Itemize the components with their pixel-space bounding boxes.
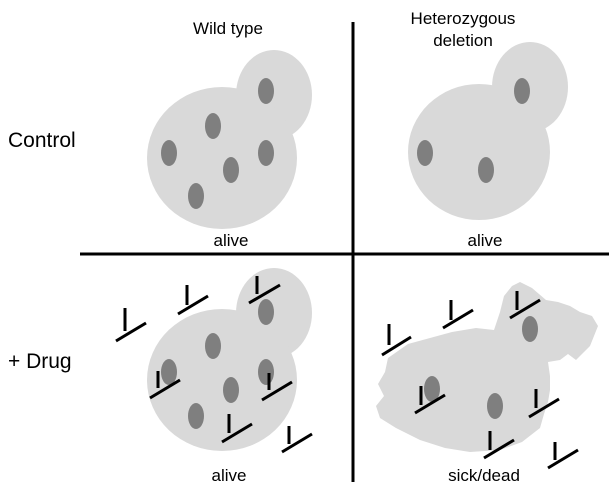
t-bar-inhibitor-icon — [178, 285, 208, 314]
t-bar-inhibitor-icon — [548, 442, 578, 468]
outcome-het-control: alive — [468, 231, 503, 250]
nucleus — [188, 183, 204, 209]
nucleus — [417, 140, 433, 166]
cell-heterozygous-control — [408, 42, 568, 220]
nucleus — [223, 377, 239, 403]
cell-heterozygous-drug-damaged — [376, 282, 598, 452]
nucleus — [188, 403, 204, 429]
t-bar-inhibitor-icon — [116, 308, 146, 341]
nucleus — [478, 157, 494, 183]
row-header-drug: + Drug — [8, 350, 72, 373]
nucleus — [205, 333, 221, 359]
nucleus — [514, 78, 530, 104]
nucleus — [161, 140, 177, 166]
nucleus — [258, 78, 274, 104]
cell-wild-type-control — [147, 50, 312, 229]
damaged-cell-body — [376, 282, 598, 452]
column-header-wild-type: Wild type — [193, 19, 263, 38]
column-header-heterozygous-line2: deletion — [433, 31, 493, 50]
column-header-heterozygous-line1: Heterozygous — [411, 9, 516, 28]
nucleus — [161, 359, 177, 385]
nucleus — [205, 113, 221, 139]
row-header-control: Control — [8, 129, 76, 152]
nucleus — [522, 316, 538, 342]
nucleus — [223, 157, 239, 183]
nucleus — [258, 299, 274, 325]
outcome-het-drug: sick/dead — [448, 466, 520, 483]
nucleus — [258, 140, 274, 166]
outcome-wt-control: alive — [214, 231, 249, 250]
nucleus — [258, 359, 274, 385]
t-bar-inhibitor-icon — [443, 300, 473, 328]
nucleus — [487, 393, 503, 419]
t-bar-inhibitor-icon — [282, 426, 312, 452]
outcome-wt-drug: alive — [212, 466, 247, 483]
